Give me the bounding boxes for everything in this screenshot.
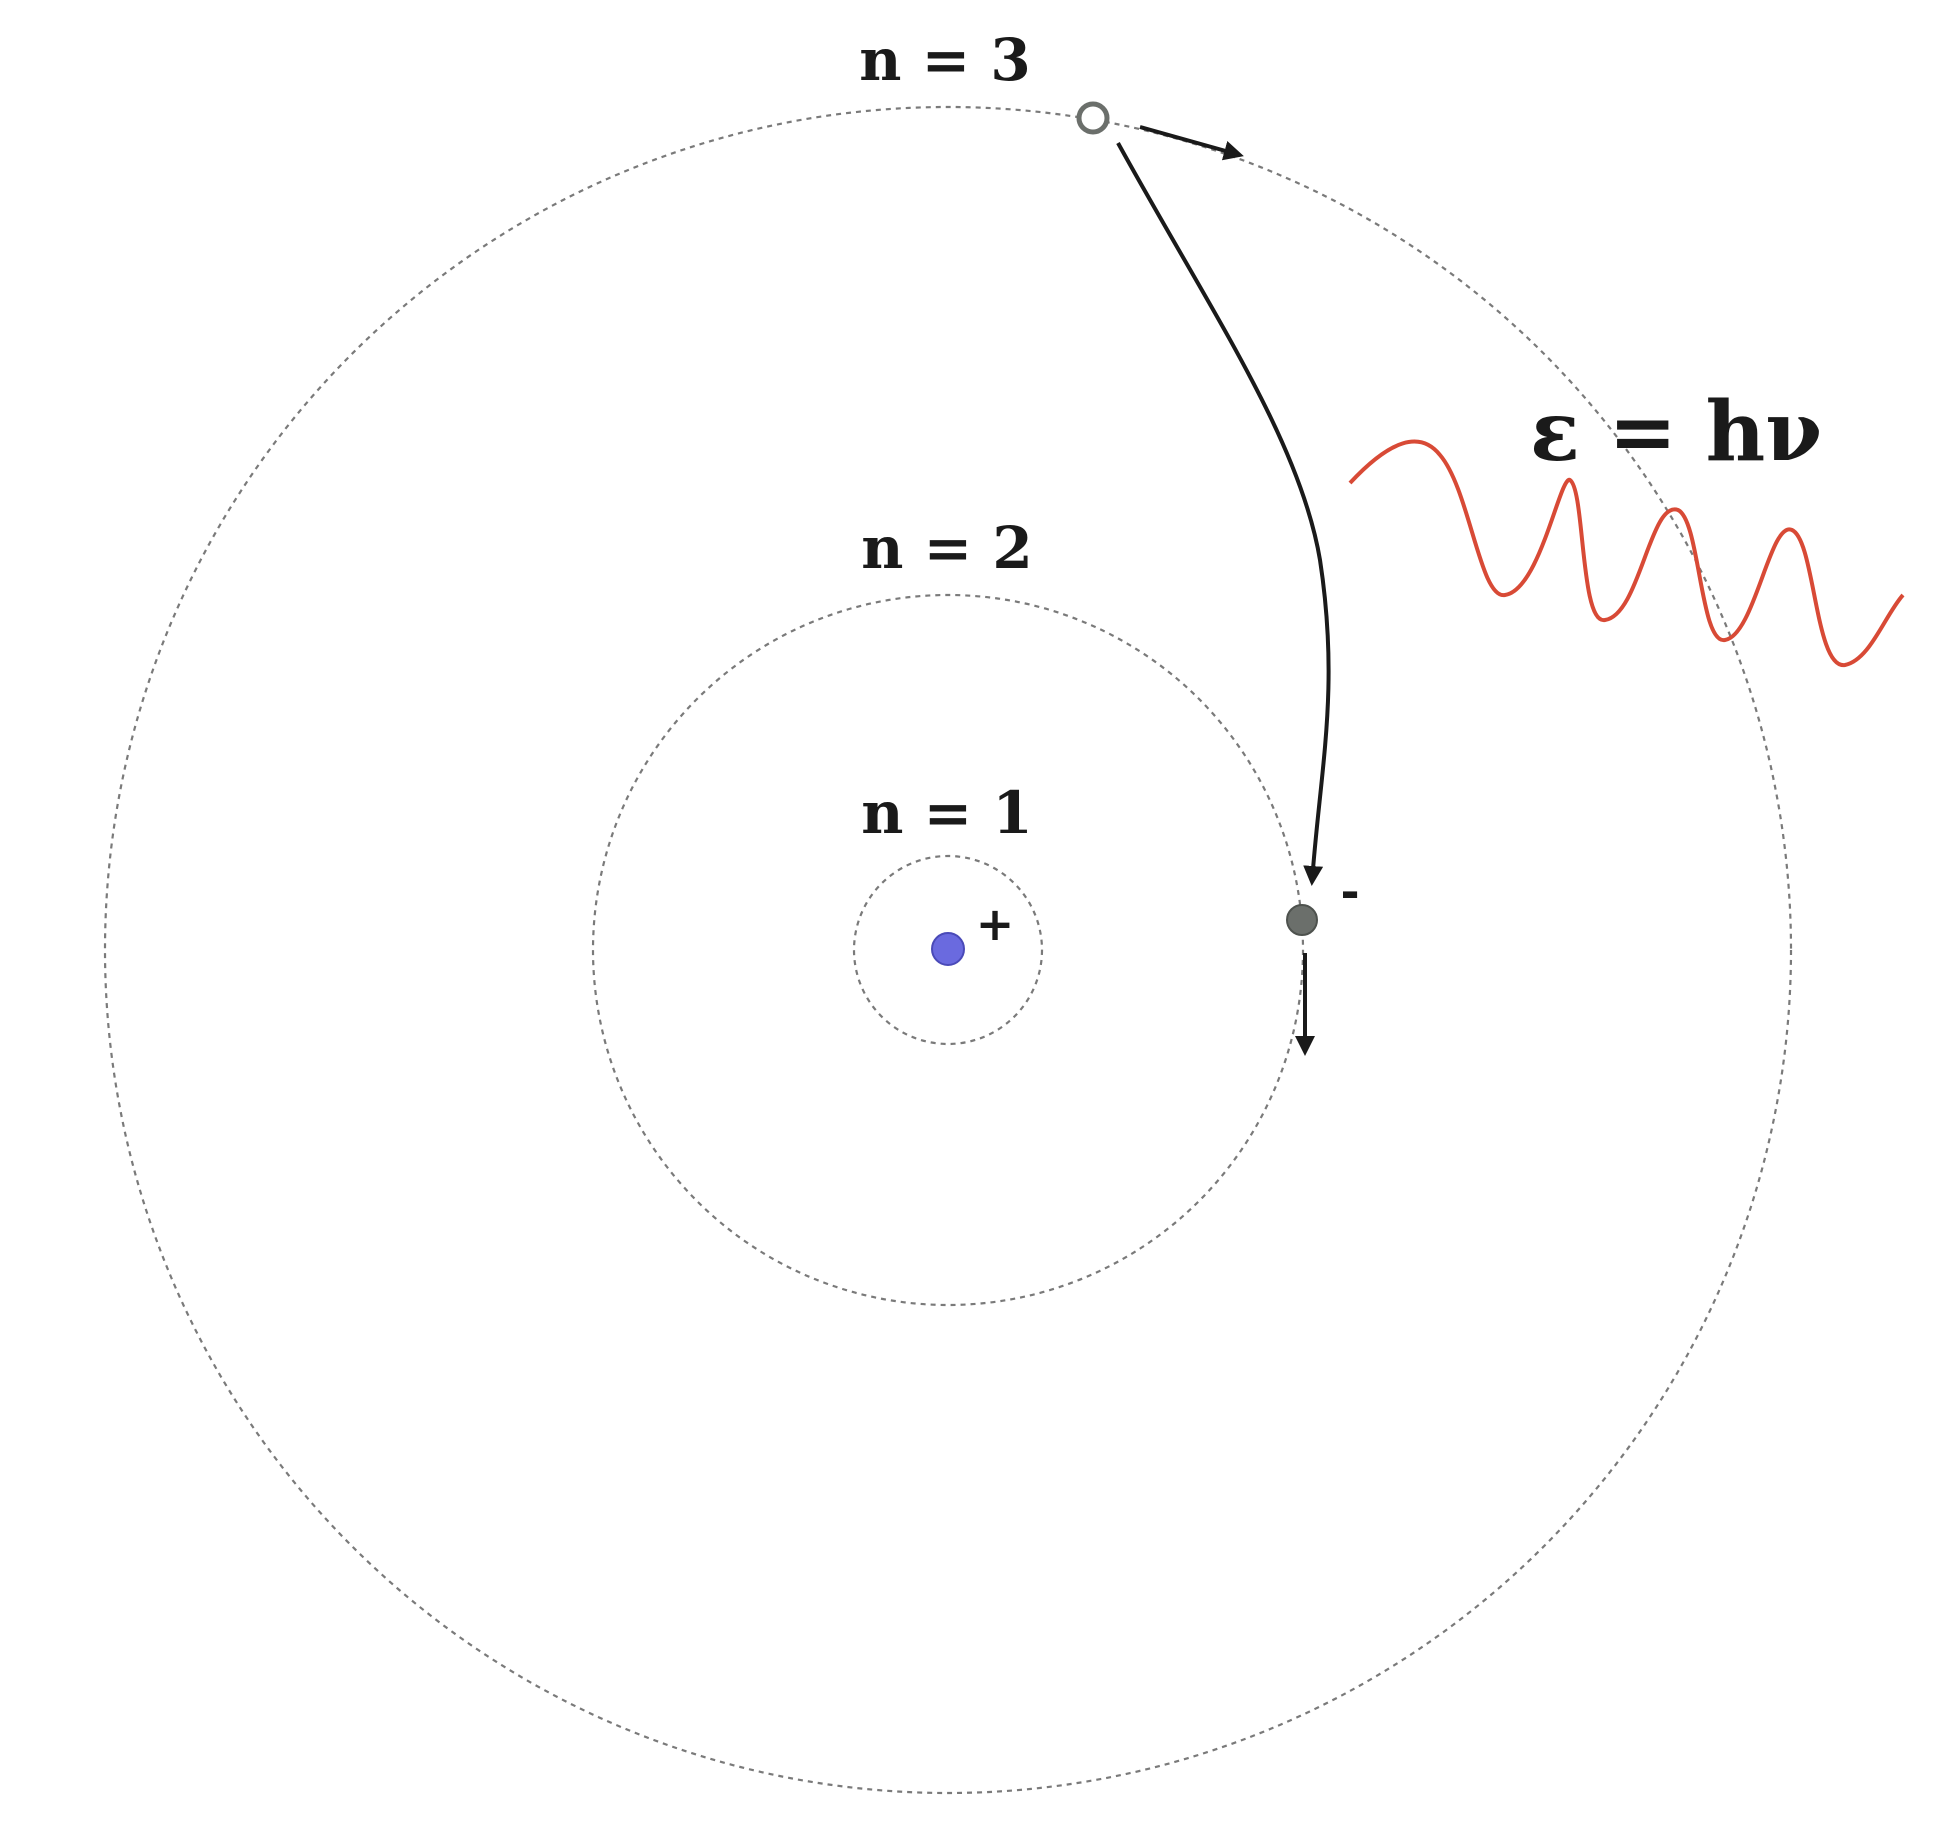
- orbit-label-n2: n = 2: [861, 514, 1033, 582]
- nucleus-charge-label: +: [976, 897, 1015, 951]
- orbit-n3: [103, 105, 1793, 1795]
- velocity-arrow-n3: [1139, 125, 1244, 161]
- electron-charge-label: -: [1340, 865, 1359, 919]
- nucleus: [931, 932, 965, 966]
- orbit-n1: [852, 854, 1044, 1046]
- photon-wave: [1348, 439, 1905, 667]
- orbit-label-n1: n = 1: [861, 779, 1033, 847]
- orbit-label-n3: n = 3: [859, 26, 1031, 94]
- electron: [1286, 904, 1318, 936]
- transition-arrow: [1116, 142, 1331, 886]
- photon-energy-equation: ε = hν: [1530, 384, 1822, 480]
- electron-initial-position: [1076, 101, 1110, 135]
- orbit-n2: [591, 593, 1305, 1307]
